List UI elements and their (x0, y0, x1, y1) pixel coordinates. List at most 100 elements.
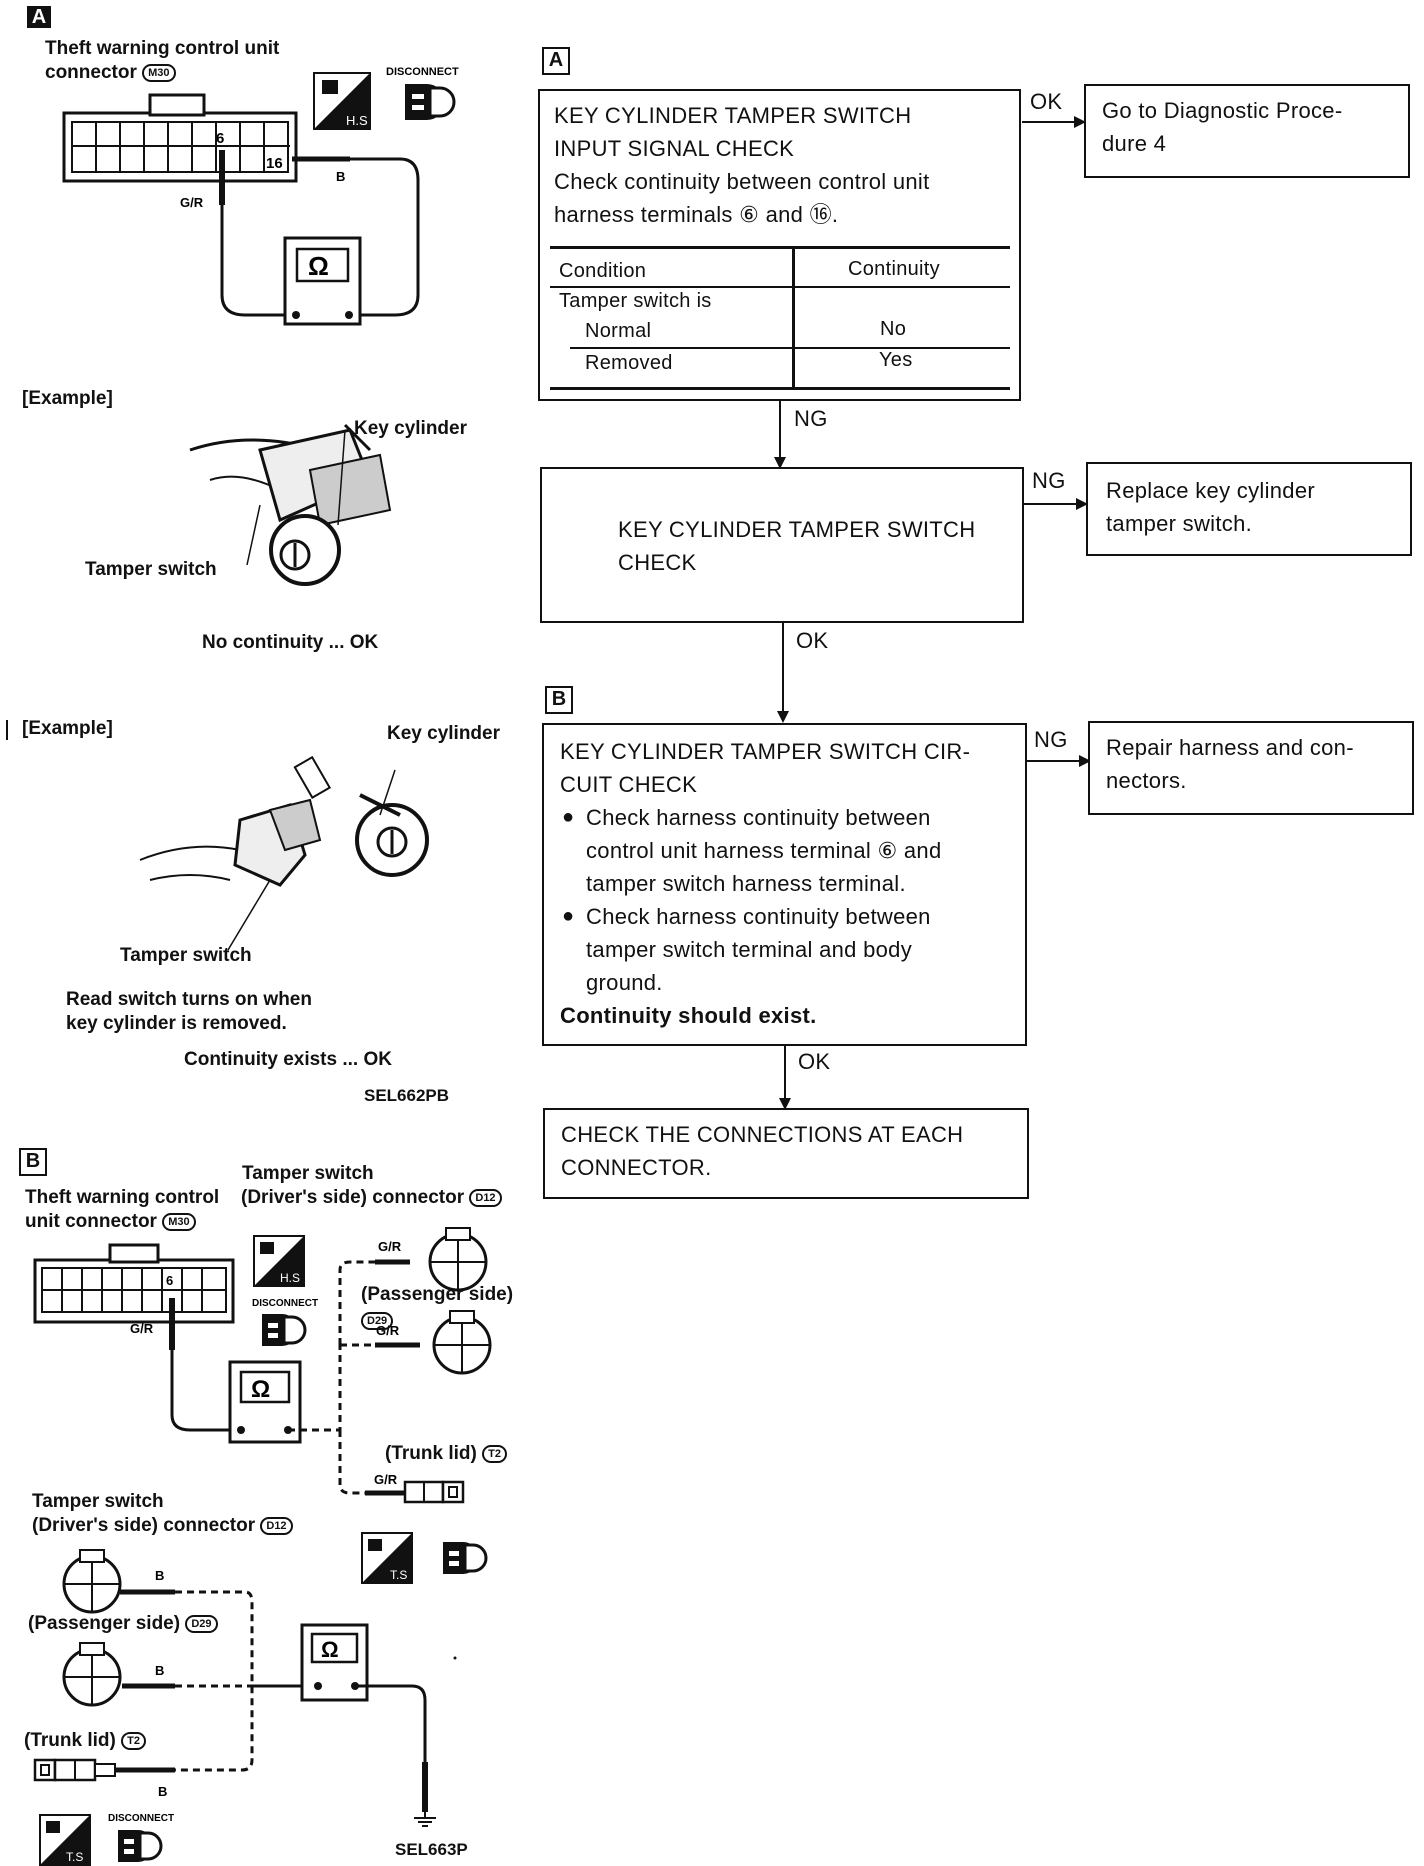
example-1-label: [Example] (22, 388, 113, 409)
section-tag-b: B (19, 1148, 47, 1176)
example-2-result: Continuity exists ... OK (184, 1049, 392, 1070)
b-trunk-label: (Trunk lid) T2 (385, 1442, 507, 1466)
svg-text:T.S: T.S (390, 1568, 407, 1582)
figure-code-a: SEL662PB (364, 1086, 450, 1105)
box-tamper-switch-check: KEY CYLINDER TAMPER SWITCH CHECK (540, 467, 1024, 623)
diagram-a-wiring: 6 16 G/R B Ω H.S DISCONNECT (62, 66, 459, 326)
b-trunk-code: T2 (482, 1444, 507, 1463)
box1-ng-label: NG (794, 406, 828, 431)
c-b-2: B (155, 1663, 164, 1678)
svg-text:H.S: H.S (280, 1271, 300, 1285)
box-check-connections: CHECK THE CONNECTIONS AT EACH CONNECTOR. (543, 1108, 1029, 1199)
example-2-illustration (139, 755, 429, 951)
box3-conclusion: Continuity should exist. (560, 1003, 817, 1028)
ohmmeter-symbol: Ω (308, 251, 329, 281)
b-gr-2: G/R (376, 1323, 400, 1338)
c-driver-switch-icon (62, 1549, 122, 1614)
c-trunk-switch-icon (33, 1758, 116, 1782)
trunk-switch-connector-icon (403, 1480, 465, 1504)
hs-tool-icon: H.S (313, 72, 371, 130)
key-cylinder-label-1: Key cylinder (354, 418, 467, 439)
table-head-continuity: Continuity (848, 258, 940, 280)
b-tamper-label: Tamper switch (Driver's side) connector … (241, 1162, 502, 1210)
ground-symbol (414, 1812, 436, 1827)
box2-ok-label: OK (796, 628, 829, 653)
svg-text:DISCONNECT: DISCONNECT (386, 66, 459, 78)
b-gr-1: G/R (378, 1239, 402, 1254)
c-passenger-code: D29 (185, 1614, 218, 1633)
tamper-switch-label-2: Tamper switch (120, 945, 252, 966)
c-tamper-label: Tamper switch (Driver's side) connector … (32, 1490, 293, 1538)
box-go-to-procedure-4: Go to Diagnostic Proce- dure 4 (1084, 84, 1410, 178)
box-circuit-check: KEY CYLINDER TAMPER SWITCH CIR- CUIT CHE… (542, 723, 1027, 1046)
b-passenger-label: (Passenger side) D29 (361, 1283, 513, 1331)
box3-ng-label: NG (1034, 727, 1068, 752)
arrow-box1-ng (774, 401, 786, 469)
b-gr-3: G/R (374, 1472, 398, 1487)
table-row-removed-value: Yes (879, 349, 913, 371)
figure-code-b: SEL663P (395, 1840, 468, 1859)
b-connector-label: Theft warning control unit connector M30 (25, 1187, 220, 1232)
table-head-condition: Condition (559, 260, 647, 282)
c-passenger-label: (Passenger side) D29 (28, 1612, 218, 1636)
example-2-label: [Example] (22, 718, 113, 739)
c-passenger-switch-icon (62, 1642, 122, 1707)
b-pin-6: 6 (166, 1273, 173, 1288)
pin-16-label: 16 (266, 155, 283, 172)
connector-code-badge: M30 (142, 63, 176, 82)
c-ts-tool-icon-1: T.S (361, 1532, 413, 1584)
table-row-normal-value: No (880, 318, 907, 340)
bullet-dot-1: ● (562, 806, 575, 828)
example-1-illustration (189, 423, 392, 586)
arrow-box2-ok (777, 623, 789, 723)
condition-table: Condition Continuity Tamper switch is No… (550, 246, 1010, 390)
b-tamper-code: D12 (469, 1188, 502, 1207)
key-cylinder-label-2: Key cylinder (387, 723, 500, 744)
bullet-1: ● Check harness continuity between contr… (560, 801, 1025, 900)
table-row-removed-condition: Removed (585, 352, 673, 374)
disconnect-icon: DISCONNECT (386, 66, 459, 120)
example-1-result: No continuity ... OK (202, 632, 379, 653)
box1-ok-label: OK (1030, 89, 1063, 114)
table-group-label: Tamper switch is (559, 290, 712, 312)
c-trunk-code: T2 (121, 1731, 146, 1750)
c-disconnect-icon-2: DISCONNECT (108, 1813, 174, 1862)
wire-gr-label: G/R (180, 195, 204, 210)
diagram-c-wiring: B B B Ω T.S DISCONNECT T.S DISCONNECT (33, 1530, 498, 1866)
b-passenger-code: D29 (361, 1312, 394, 1330)
c-ohmmeter-symbol: Ω (321, 1637, 339, 1662)
svg-text:T.S: T.S (66, 1850, 83, 1864)
svg-text:DISCONNECT: DISCONNECT (432, 1530, 498, 1531)
margin-mark (6, 720, 8, 740)
table-row-normal-condition: Normal (585, 320, 652, 342)
c-tamper-code: D12 (260, 1516, 293, 1535)
arrow-box3-ng (1027, 755, 1091, 767)
box-replace-switch: Replace key cylinder tamper switch. (1086, 462, 1412, 556)
flow-tag-b: B (545, 686, 573, 714)
b-wire-gr: G/R (130, 1321, 154, 1336)
diagram-b-wiring: 6 G/R Ω G/R G/R G/R H.S DISCO (33, 1227, 492, 1504)
box2-ng-label: NG (1032, 468, 1066, 493)
c-b-3: B (158, 1784, 167, 1799)
bullet-2: ● Check harness continuity between tampe… (560, 900, 1025, 999)
wire-b-label: B (336, 169, 345, 184)
arrow-box1-ok (1022, 116, 1086, 128)
tamper-switch-label-1: Tamper switch (85, 559, 217, 580)
b-ohmmeter-symbol: Ω (251, 1376, 270, 1403)
connector-label: Theft warning control unit connector M30 (45, 38, 280, 83)
svg-text:DISCONNECT: DISCONNECT (108, 1813, 174, 1824)
box3-ok-label: OK (798, 1049, 831, 1074)
section-tag-a: A (27, 6, 51, 28)
example-2-note: Read switch turns on when key cylinder i… (66, 989, 312, 1034)
pin-6-label: 6 (216, 130, 224, 147)
box-input-signal-check: KEY CYLINDER TAMPER SWITCH INPUT SIGNAL … (538, 89, 1021, 401)
arrow-box3-ok (779, 1046, 791, 1110)
box-repair-harness: Repair harness and con- nectors. (1088, 721, 1414, 815)
b-disconnect-icon: DISCONNECT (252, 1298, 318, 1346)
flow-tag-a: A (542, 47, 570, 75)
svg-text:DISCONNECT: DISCONNECT (252, 1298, 318, 1309)
b-connector-code: M30 (162, 1212, 196, 1231)
arrow-box2-ng (1024, 498, 1088, 510)
bullet-dot-2: ● (562, 905, 575, 927)
c-ts-tool-icon-2: T.S (39, 1814, 91, 1866)
